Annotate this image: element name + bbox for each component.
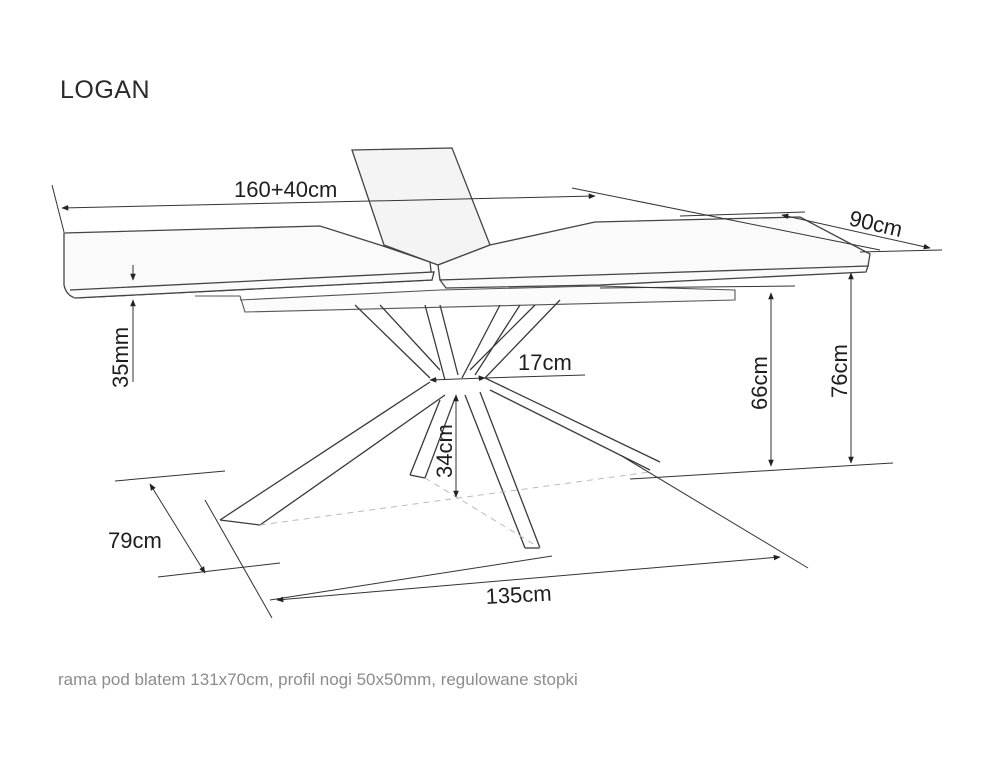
label-width: 90cm [847,206,905,242]
dim-leg-center [429,374,586,383]
label-base-depth: 79cm [108,528,162,553]
dim-base-depth [114,470,281,578]
dim-width [679,211,943,253]
apron-frame [195,285,736,313]
tabletop-right [437,216,871,289]
product-title: LOGAN [60,76,151,104]
star-legs [219,299,661,549]
floor-footprint [259,471,651,549]
label-top-thickness: 35mm [108,327,133,388]
dim-base-length [204,454,809,619]
label-base-length: 135cm [485,581,552,609]
spec-caption: rama pod blatem 131x70cm, profil nogi 50… [58,670,578,689]
label-length: 160+40cm [234,177,337,202]
label-leg-center: 17cm [518,350,572,375]
label-total-height: 76cm [827,344,852,398]
dim-heights [599,272,894,480]
tabletop-left [63,225,435,299]
label-cross-height: 34cm [432,424,457,478]
label-leg-clearance: 66cm [747,356,772,410]
